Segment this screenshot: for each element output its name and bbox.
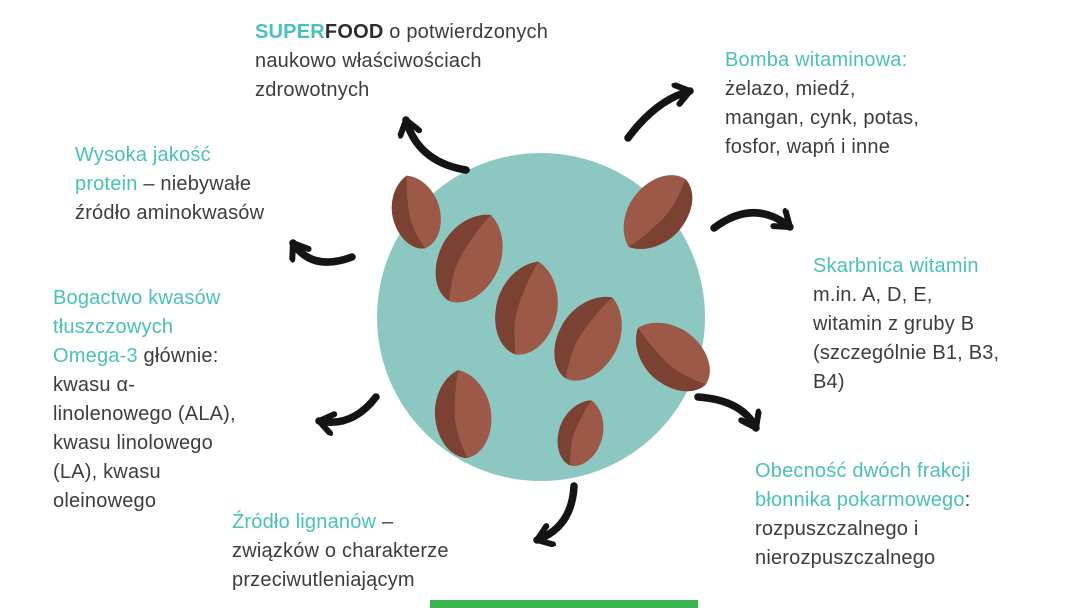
arrow-to-zrodlo bbox=[533, 482, 578, 540]
label-line: Źródło lignanów – bbox=[232, 508, 449, 537]
label-segment: – bbox=[381, 511, 394, 533]
label-omega-3: Bogactwo kwasów tłuszczowych Omega-3 głó… bbox=[53, 284, 236, 516]
label-line: Bomba witaminowa: bbox=[725, 46, 919, 75]
label-line: żelazo, miedź, bbox=[725, 75, 919, 104]
label-segment: B4) bbox=[813, 371, 845, 393]
arrow-to-bomba bbox=[624, 91, 694, 142]
label-segment: tłuszczowych bbox=[53, 316, 174, 338]
label-segment: m.in. A, D, E, bbox=[813, 284, 933, 306]
label-superfood: SUPERFOOD o potwierdzonych naukowo właśc… bbox=[255, 18, 548, 105]
label-wysoka-jakosc-protein: Wysoka jakość protein – niebywałe źródło… bbox=[75, 141, 264, 228]
label-segment: mangan, cynk, potas, bbox=[725, 107, 920, 129]
label-line: SUPERFOOD o potwierdzonych bbox=[255, 18, 548, 47]
label-line: Obecność dwóch frakcji bbox=[755, 457, 971, 486]
label-line: źródło aminokwasów bbox=[75, 199, 264, 228]
label-line: B4) bbox=[813, 368, 999, 397]
label-segment: Źródło lignanów bbox=[232, 511, 382, 533]
label-segment: Bogactwo kwasów bbox=[53, 287, 221, 309]
label-segment: związków o charakterze bbox=[232, 540, 449, 562]
arrow-to-superfood bbox=[406, 116, 470, 174]
label-segment: błonnika pokarmowego bbox=[755, 489, 965, 511]
label-line: Wysoka jakość bbox=[75, 141, 264, 170]
label-line: oleinowego bbox=[53, 487, 236, 516]
arrow-to-skarbnica bbox=[710, 213, 794, 232]
label-segment: witamin z gruby B bbox=[813, 313, 975, 335]
label-line: protein – niebywałe bbox=[75, 170, 264, 199]
label-segment: nierozpuszczalnego bbox=[755, 547, 936, 569]
label-line: kwasu α- bbox=[53, 371, 236, 400]
arrow-to-obecnosc bbox=[694, 393, 756, 432]
label-zrodlo-lignanow: Źródło lignanów – związków o charakterze… bbox=[232, 508, 449, 595]
label-segment: SUPER bbox=[255, 21, 325, 43]
label-segment: o potwierdzonych bbox=[383, 21, 549, 43]
label-segment: przeciwutleniającym bbox=[232, 569, 415, 591]
label-skarbnica-witamin: Skarbnica witamin m.in. A, D, E, witamin… bbox=[813, 252, 999, 397]
label-line: zdrowotnych bbox=[255, 76, 548, 105]
label-segment: żelazo, miedź, bbox=[725, 78, 856, 100]
label-line: Skarbnica witamin bbox=[813, 252, 999, 281]
label-segment: oleinowego bbox=[53, 490, 157, 512]
label-segment: głównie: bbox=[143, 345, 219, 367]
bottom-ribbon bbox=[430, 600, 698, 608]
label-segment: rozpuszczalnego i bbox=[755, 518, 919, 540]
label-segment: kwasu linolowego bbox=[53, 432, 213, 454]
label-line: kwasu linolowego bbox=[53, 429, 236, 458]
arrow-to-wysoka bbox=[289, 239, 356, 266]
label-line: rozpuszczalnego i bbox=[755, 515, 971, 544]
label-segment: Bomba witaminowa: bbox=[725, 49, 908, 71]
label-segment: naukowo właściwościach bbox=[255, 50, 482, 72]
label-segment: źródło aminokwasów bbox=[75, 202, 265, 224]
label-line: (szczególnie B1, B3, bbox=[813, 339, 999, 368]
arrow-to-omega bbox=[315, 393, 380, 422]
label-line: nierozpuszczalnego bbox=[755, 544, 971, 573]
label-line: m.in. A, D, E, bbox=[813, 281, 999, 310]
label-segment: (LA), kwasu bbox=[53, 461, 161, 483]
label-segment: kwasu α- bbox=[53, 374, 136, 396]
label-obecnosc-blonnika: Obecność dwóch frakcji błonnika pokarmow… bbox=[755, 457, 971, 573]
label-segment: linolenowego (ALA), bbox=[53, 403, 236, 425]
label-line: tłuszczowych bbox=[53, 313, 236, 342]
label-segment: zdrowotnych bbox=[255, 79, 370, 101]
label-line: linolenowego (ALA), bbox=[53, 400, 236, 429]
label-segment: protein bbox=[75, 173, 138, 195]
label-segment: fosfor, wapń i inne bbox=[725, 136, 891, 158]
label-line: witamin z gruby B bbox=[813, 310, 999, 339]
label-line: Omega-3 głównie: bbox=[53, 342, 236, 371]
label-segment: – niebywałe bbox=[137, 173, 252, 195]
label-line: przeciwutleniającym bbox=[232, 566, 449, 595]
label-segment: Obecność dwóch frakcji bbox=[755, 460, 971, 482]
label-line: Bogactwo kwasów bbox=[53, 284, 236, 313]
label-segment: : bbox=[964, 489, 971, 511]
label-line: naukowo właściwościach bbox=[255, 47, 548, 76]
label-segment: FOOD bbox=[324, 21, 384, 43]
label-line: (LA), kwasu bbox=[53, 458, 236, 487]
label-segment: Omega-3 bbox=[53, 345, 144, 367]
label-line: błonnika pokarmowego: bbox=[755, 486, 971, 515]
label-line: związków o charakterze bbox=[232, 537, 449, 566]
label-line: mangan, cynk, potas, bbox=[725, 104, 919, 133]
label-segment: Skarbnica witamin bbox=[813, 255, 979, 277]
label-segment: (szczególnie B1, B3, bbox=[813, 342, 1000, 364]
label-segment: Wysoka jakość bbox=[75, 144, 211, 166]
label-bomba-witaminowa: Bomba witaminowa: żelazo, miedź, mangan,… bbox=[725, 46, 919, 162]
label-line: fosfor, wapń i inne bbox=[725, 133, 919, 162]
